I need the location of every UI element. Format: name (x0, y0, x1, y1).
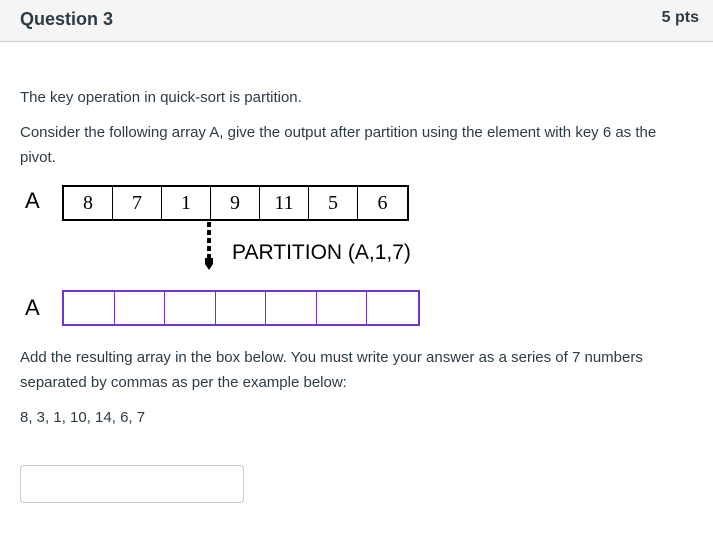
answer-input[interactable] (20, 465, 244, 503)
input-array-cell: 6 (377, 191, 388, 214)
output-array-cell (64, 292, 115, 324)
output-array-label: A (25, 295, 40, 320)
output-array-cell (317, 292, 367, 324)
output-array (62, 290, 420, 326)
input-array-cell: 5 (309, 187, 358, 219)
question-title: Question 3 (20, 9, 114, 29)
input-array-cell: 9 (211, 187, 260, 219)
input-array-label: A (25, 188, 40, 213)
input-array-cell: 7 (113, 187, 162, 219)
question-header: Question 3 5 pts (0, 0, 713, 42)
example-answer: 8, 3, 1, 10, 14, 6, 7 (20, 409, 146, 426)
question-points: 5 pts (661, 9, 699, 26)
output-array-cell (266, 292, 317, 324)
input-array-cell: 11 (260, 187, 309, 219)
output-array-cell (216, 292, 266, 324)
input-array-cell: 1 (162, 187, 211, 219)
intro-text: The key operation in quick-sort is parti… (20, 89, 302, 106)
output-array-cell (165, 292, 216, 324)
input-array-cell: 8 (64, 187, 113, 219)
partition-label: PARTITION (A,1,7) (232, 241, 411, 264)
instruction-text: Consider the following array A, give the… (20, 124, 657, 166)
answer-instructions: Add the resulting array in the box below… (20, 349, 643, 391)
output-array-cell (115, 292, 165, 324)
output-array-cell (367, 292, 418, 324)
down-arrow-icon (205, 222, 213, 270)
